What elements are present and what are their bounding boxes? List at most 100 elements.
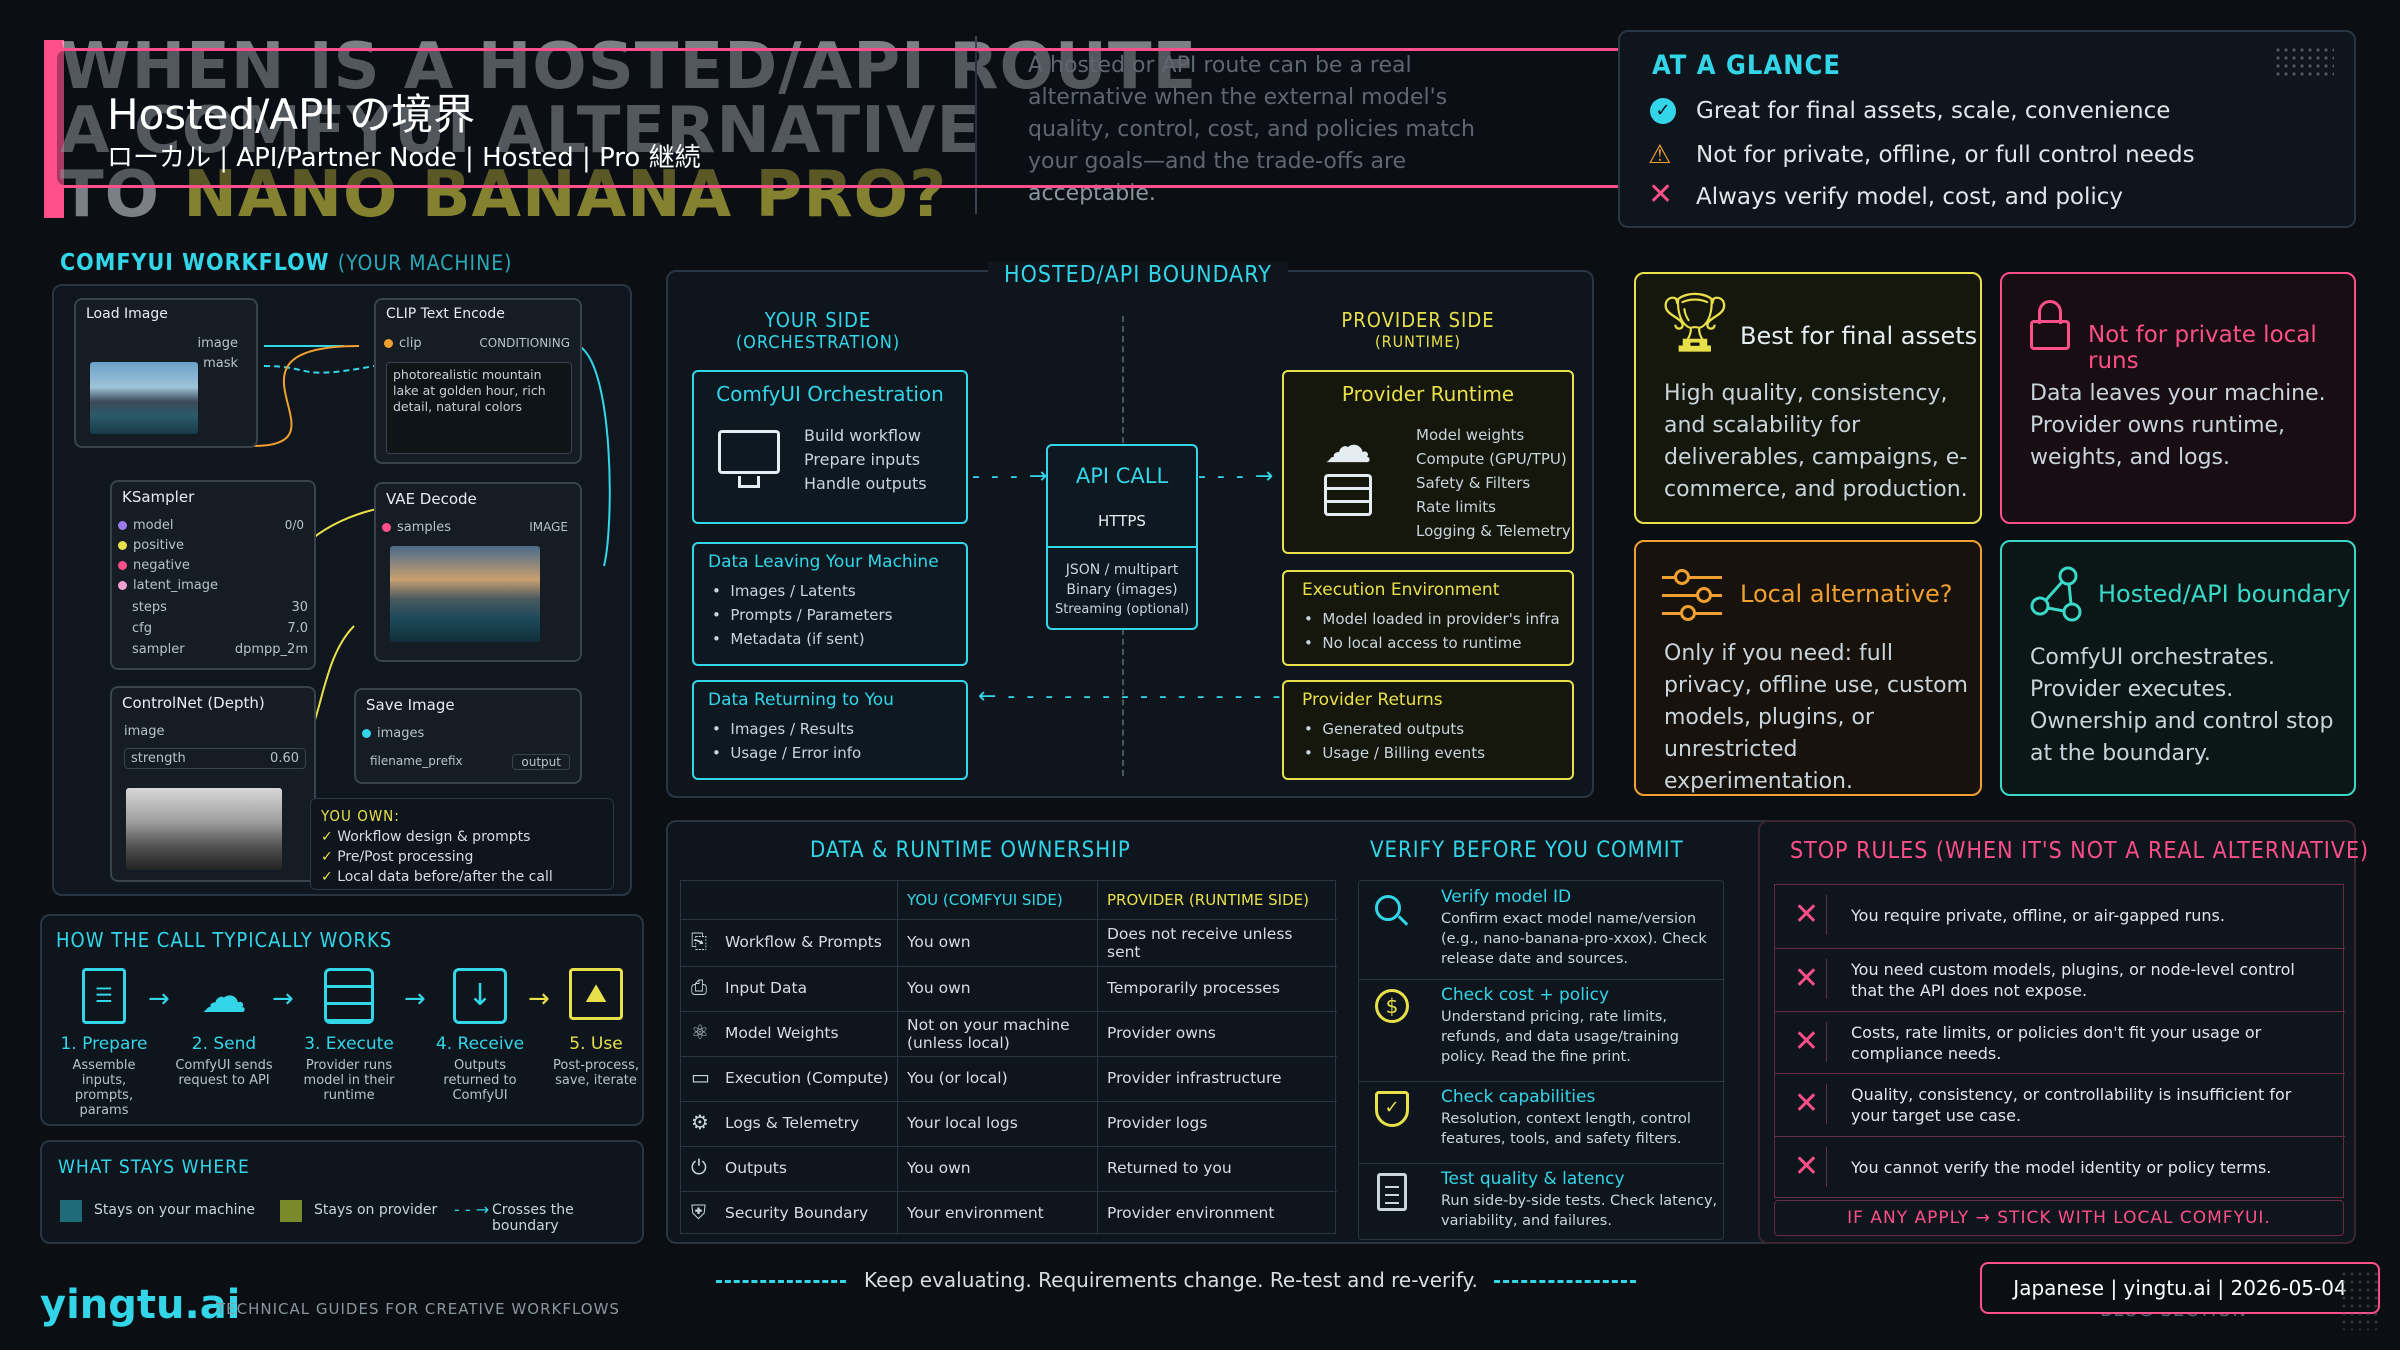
step-4: ↓ 4. Receive Outputs returned to ComfyUI <box>428 968 532 1103</box>
card-best-final-assets: 🏆︎ Best for final assets High quality, c… <box>1634 272 1982 524</box>
stays-title: WHAT STAYS WHERE <box>58 1156 250 1178</box>
glance-title: AT A GLANCE <box>1652 50 1841 81</box>
row-provider: Provider owns <box>1107 1024 1216 1042</box>
footer-tagline: Keep evaluating. Requirements change. Re… <box>864 1268 1478 1292</box>
download-icon: ↓ <box>453 968 507 1024</box>
ksampler-in-model[interactable]: model <box>118 518 173 533</box>
step-4-desc: Outputs returned to ComfyUI <box>443 1058 517 1103</box>
provider-side-title: PROVIDER SIDE(RUNTIME) <box>1341 308 1495 351</box>
returning-item-2: • Usage / Error info <box>712 744 862 762</box>
save-title: Save Image <box>366 696 455 714</box>
document-icon <box>1377 1173 1407 1211</box>
vae-out[interactable]: IMAGE <box>529 520 568 534</box>
row-you: You (or local) <box>907 1069 1008 1087</box>
card-2-body: Data leaves your machine. Provider owns … <box>2030 381 2326 470</box>
save-in[interactable]: images <box>362 726 424 741</box>
row-label: Model Weights <box>725 1024 839 1042</box>
api-format-2: Binary (images) <box>1066 582 1178 598</box>
runtime-item-1: Model weights <box>1416 426 1525 444</box>
warning-icon: ⚠ <box>1648 140 1672 170</box>
local-swatch <box>60 1200 82 1222</box>
stays-crosses-label: Crosses the boundary <box>492 1202 574 1234</box>
ksampler-in-latent[interactable]: latent_image <box>118 578 218 593</box>
ksampler-out[interactable]: 0/0 <box>284 518 304 532</box>
api-format-3: Streaming (optional) <box>1054 602 1190 617</box>
step-3: 3. Execute Provider runs model in their … <box>294 968 404 1103</box>
stop-rule-item: ✕You cannot verify the model identity or… <box>1775 1136 2345 1199</box>
stop-rule-item: ✕Quality, consistency, or controllabilit… <box>1775 1073 2345 1136</box>
returning-item-1: • Images / Results <box>712 720 854 738</box>
row-you: Your environment <box>907 1204 1044 1222</box>
boundary-panel: HOSTED/API BOUNDARY YOUR SIDE(ORCHESTRAT… <box>666 262 1594 798</box>
clip-text-encode-node[interactable]: CLIP Text Encode clip CONDITIONING photo… <box>374 298 582 464</box>
glance-item-2: Not for private, offline, or full contro… <box>1696 142 2195 168</box>
orch-item-1: Build workflow <box>804 426 921 445</box>
stop-rule-item: ✕Costs, rate limits, or policies don't f… <box>1775 1010 2345 1074</box>
you-own-box: YOU OWN: ✓ Workflow design & prompts ✓ P… <box>310 798 614 890</box>
search-icon <box>1375 895 1409 929</box>
dashed-arrow-icon: - - → <box>454 1200 490 1219</box>
verify-3-body: Resolution, context length, control feat… <box>1441 1111 1691 1147</box>
ksampler-node[interactable]: KSampler model 0/0 positive negative lat… <box>110 480 316 670</box>
arrow-to-api: - - - → <box>972 464 1050 489</box>
row-icon: ⎘ <box>691 929 707 953</box>
api-format-1: JSON / multipart <box>1065 562 1179 578</box>
verify-3-title: Check capabilities <box>1441 1087 1596 1107</box>
api-proto: HTTPS <box>1098 512 1146 530</box>
load-image-out-mask[interactable]: mask <box>203 356 238 371</box>
row-label: Security Boundary <box>725 1204 869 1222</box>
step-5-label: 5. Use <box>569 1034 623 1054</box>
verify-title: VERIFY BEFORE YOU COMMIT <box>1370 838 1684 863</box>
ksampler-title: KSampler <box>122 488 195 506</box>
verify-list: Verify model ID Confirm exact model name… <box>1358 880 1725 1240</box>
exec-item-2: • No local access to runtime <box>1304 634 1522 652</box>
ksampler-in-positive[interactable]: positive <box>118 538 184 553</box>
load-image-node[interactable]: Load Image image mask <box>74 298 258 448</box>
decoded-image-thumbnail <box>390 546 540 642</box>
shield-check-icon: ✓ <box>1375 1091 1409 1127</box>
controlnet-in[interactable]: image <box>124 724 165 739</box>
runtime-title: Provider Runtime <box>1341 382 1515 406</box>
verify-1-body: Confirm exact model name/version (e.g., … <box>1441 911 1707 967</box>
ksampler-in-negative[interactable]: negative <box>118 558 190 573</box>
card-3-body: Only if you need: full privacy, offline … <box>1664 641 1968 794</box>
step-1-label: 1. Prepare <box>60 1034 148 1054</box>
arrow-return: ← - - - - - - - - - - - - - - - - - <box>978 684 1321 709</box>
glance-item-3: Always verify model, cost, and policy <box>1696 184 2124 210</box>
table-row: ▭Execution (Compute)You (or local)Provid… <box>681 1056 1337 1101</box>
row-provider: Temporarily processes <box>1107 979 1280 997</box>
step-1-desc: Assemble inputs, prompts, params <box>72 1058 136 1118</box>
row-label: Input Data <box>725 979 808 997</box>
dollar-icon: $ <box>1375 989 1409 1023</box>
col-header-provider: PROVIDER (RUNTIME SIDE) <box>1107 891 1309 909</box>
network-icon <box>2028 566 2084 622</box>
monitor-stand <box>738 476 760 488</box>
vae-decode-node[interactable]: VAE Decode samples IMAGE <box>374 482 582 662</box>
stop-footer: IF ANY APPLY → STICK WITH LOCAL COMFYUI. <box>1774 1200 2344 1236</box>
vae-in[interactable]: samples <box>382 520 451 535</box>
api-call-box[interactable]: API CALL HTTPS JSON / multipart Binary (… <box>1046 444 1198 630</box>
clip-prompt-field[interactable]: photorealistic mountain lake at golden h… <box>386 362 572 454</box>
check-icon: ✓ <box>1650 98 1676 124</box>
clip-in[interactable]: clip <box>384 336 422 351</box>
row-label: Outputs <box>725 1159 787 1177</box>
load-image-out-image[interactable]: image <box>197 336 239 351</box>
boundary-title: HOSTED/API BOUNDARY <box>988 262 1288 288</box>
overlay-subtitle: ローカル | API/Partner Node | Hosted | Pro 継… <box>107 143 701 173</box>
hero-line-3a: TO <box>60 158 184 232</box>
clip-out[interactable]: CONDITIONING <box>479 336 570 350</box>
stays-provider-label: Stays on provider <box>314 1202 438 1218</box>
step-3-label: 3. Execute <box>304 1034 394 1054</box>
sliders-icon <box>1662 566 1722 622</box>
stop-list: ✕You require private, offline, or air-ga… <box>1774 884 2345 1199</box>
data-returning-box: Data Returning to You • Images / Results… <box>692 680 968 780</box>
row-icon: ⚙ <box>691 1110 709 1134</box>
